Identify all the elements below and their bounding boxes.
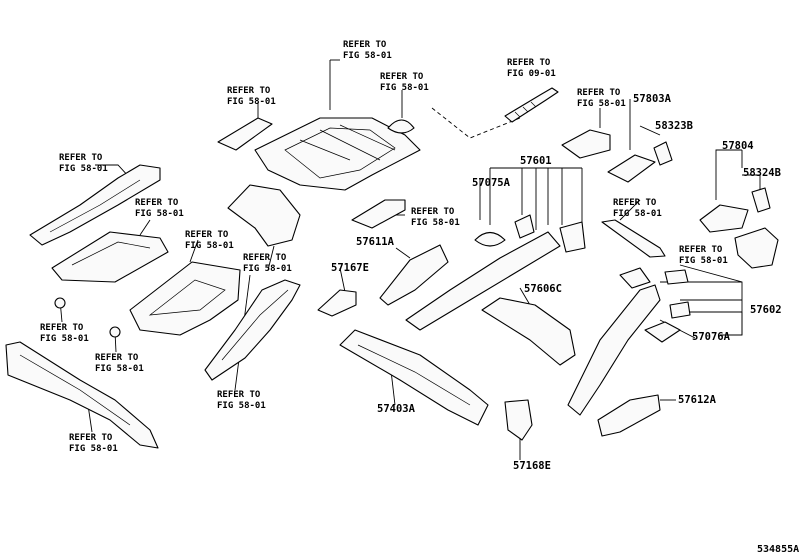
ref-label-bolt-1[interactable]: REFER TO FIG 58-01 bbox=[40, 323, 89, 344]
part-number-57804[interactable]: 57804 bbox=[722, 140, 754, 152]
part-57611A bbox=[379, 244, 449, 306]
part-number-57167E[interactable]: 57167E bbox=[331, 262, 369, 274]
center-floor-pan bbox=[254, 117, 421, 191]
ref-label-panel-left[interactable]: REFER TO FIG 58-01 bbox=[135, 198, 184, 219]
ref-label-right-bracket[interactable]: REFER TO FIG 58-01 bbox=[679, 245, 728, 266]
part-number-57606C[interactable]: 57606C bbox=[524, 283, 562, 295]
part-number-57403A[interactable]: 57403A bbox=[377, 403, 415, 415]
part-number-57803A[interactable]: 57803A bbox=[633, 93, 671, 105]
inner-sill bbox=[204, 279, 301, 381]
part-number-57168E[interactable]: 57168E bbox=[513, 460, 551, 472]
part-57803A bbox=[561, 129, 611, 159]
part-57168E bbox=[504, 399, 533, 441]
part-number-57611A[interactable]: 57611A bbox=[356, 236, 394, 248]
ref-label-rail-left[interactable]: REFER TO FIG 58-01 bbox=[59, 153, 108, 174]
bolts bbox=[54, 297, 121, 338]
plug bbox=[387, 119, 415, 134]
part-57403A bbox=[339, 329, 489, 426]
ref-label-floor-top[interactable]: REFER TO FIG 58-01 bbox=[343, 40, 392, 61]
rear-bracket bbox=[227, 184, 301, 247]
bracket-57803 bbox=[607, 154, 656, 183]
part-58323B bbox=[653, 141, 673, 166]
ref-label-crossbar[interactable]: REFER TO FIG 58-01 bbox=[613, 198, 662, 219]
part-number-57601[interactable]: 57601 bbox=[520, 155, 552, 167]
part-57602 bbox=[567, 267, 691, 416]
part-57167E bbox=[317, 289, 357, 317]
crossbar-right bbox=[601, 219, 666, 258]
leader-lines bbox=[59, 59, 761, 460]
rear-panel bbox=[129, 261, 241, 336]
part-57804 bbox=[699, 204, 749, 233]
part-number-57612A[interactable]: 57612A bbox=[678, 394, 716, 406]
rocker-left bbox=[5, 341, 159, 449]
part-57601 bbox=[405, 214, 586, 331]
ref-label-small-rail[interactable]: REFER TO FIG 58-01 bbox=[411, 207, 460, 228]
left-floor-panel bbox=[51, 231, 169, 283]
ref-label-floor-center[interactable]: REFER TO FIG 58-01 bbox=[380, 72, 429, 93]
part-number-58323B[interactable]: 58323B bbox=[655, 120, 693, 132]
part-58324B bbox=[751, 187, 771, 213]
part-number-57076A[interactable]: 57076A bbox=[692, 331, 730, 343]
ref-label-rear-bracket[interactable]: REFER TO FIG 58-01 bbox=[577, 88, 626, 109]
ref-label-bracket-left[interactable]: REFER TO FIG 58-01 bbox=[227, 86, 276, 107]
part-57606C bbox=[481, 297, 576, 366]
ref-label-bolt-2[interactable]: REFER TO FIG 58-01 bbox=[95, 353, 144, 374]
small-rail bbox=[351, 199, 406, 229]
ref-label-jack[interactable]: REFER TO FIG 09-01 bbox=[507, 58, 556, 79]
diagram-code: 534855A bbox=[757, 544, 800, 555]
part-number-57075A[interactable]: 57075A bbox=[472, 177, 510, 189]
left-rail bbox=[29, 164, 161, 246]
bracket-right bbox=[734, 227, 779, 269]
part-57076A bbox=[644, 321, 681, 343]
upper-bracket bbox=[217, 117, 273, 151]
part-57612A bbox=[597, 394, 661, 437]
ref-label-pan[interactable]: REFER TO FIG 58-01 bbox=[243, 253, 292, 274]
ref-label-sill-front[interactable]: REFER TO FIG 58-01 bbox=[69, 433, 118, 454]
ref-label-inner-sill[interactable]: REFER TO FIG 58-01 bbox=[217, 390, 266, 411]
jack-handle bbox=[504, 87, 559, 123]
ref-label-rocker[interactable]: REFER TO FIG 58-01 bbox=[185, 230, 234, 251]
part-number-58324B[interactable]: 58324B bbox=[743, 167, 781, 179]
part-number-57602[interactable]: 57602 bbox=[750, 304, 782, 316]
